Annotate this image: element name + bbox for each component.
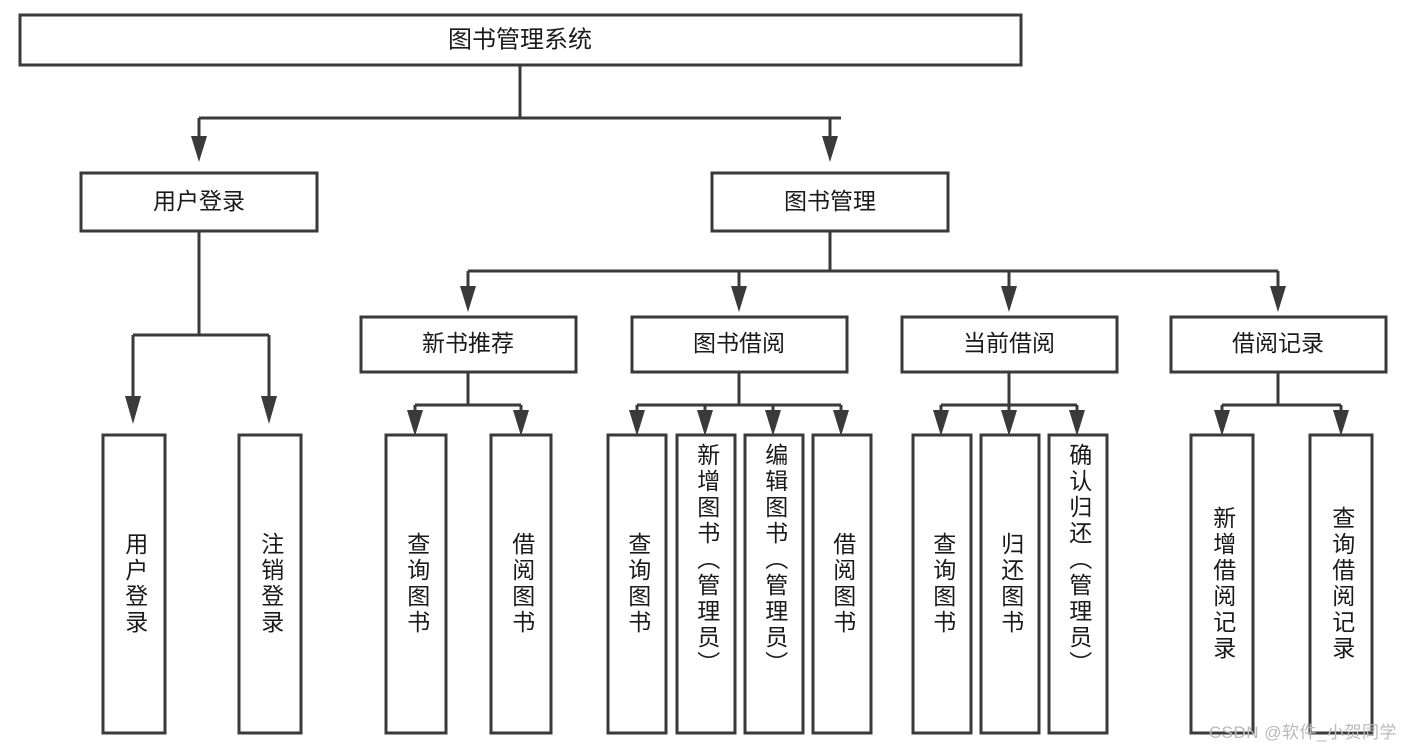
arrow-head-leaf-query-book-1 <box>407 410 423 436</box>
arrow-head-leaf-borrow-book-1 <box>513 410 529 436</box>
connector-group-book-borrow <box>629 373 849 436</box>
node-root[interactable]: 图书管理系统 <box>18 13 1023 67</box>
watermark-text: CSDN @软件_小贺同学 <box>1208 723 1397 742</box>
arrow-head-borrow-record <box>1270 286 1286 312</box>
arrow-head-leaf-query-book-3 <box>933 410 949 436</box>
leaf-box-add-record[interactable] <box>1189 433 1255 735</box>
node-current-borrow-box[interactable] <box>900 315 1119 374</box>
leaf-box-borrow-book-2[interactable] <box>811 433 873 735</box>
arrow-head-leaf-return-book <box>1001 410 1017 436</box>
node-book-borrow-label: 图书借阅 <box>693 330 785 356</box>
arrow-head-new-book-recommend <box>460 286 476 312</box>
connector-group-new-book-recommend <box>407 373 529 436</box>
connector-group-book-manage <box>460 232 1286 312</box>
node-borrow-record[interactable]: 借阅记录 <box>1169 315 1388 374</box>
node-current-borrow[interactable]: 当前借阅 <box>900 315 1119 374</box>
leaf-box-borrow-book-1[interactable] <box>489 433 553 735</box>
arrow-head-leaf-logout <box>261 396 277 424</box>
node-user-login[interactable]: 用户登录 <box>79 171 319 233</box>
arrow-head-leaf-confirm-return <box>1069 410 1085 436</box>
arrow-head-book-manage <box>822 136 838 162</box>
node-user-login-label: 用户登录 <box>153 188 245 214</box>
node-borrow-record-box[interactable] <box>1169 315 1388 374</box>
arrow-head-current-borrow <box>1001 286 1017 312</box>
arrow-head-leaf-borrow-book-2 <box>833 410 849 436</box>
node-borrow-record-label: 借阅记录 <box>1232 330 1324 356</box>
leaf-box-query-book-2[interactable] <box>606 433 668 735</box>
arrow-head-user-login <box>191 136 207 162</box>
leaf-box-confirm-return[interactable] <box>1047 433 1109 735</box>
leaf-box-query-record[interactable] <box>1308 433 1374 735</box>
node-book-manage-box[interactable] <box>710 171 950 233</box>
leaf-box-edit-book[interactable] <box>743 433 805 735</box>
arrow-head-leaf-user-login <box>125 396 141 424</box>
leaf-box-add-book[interactable] <box>675 433 737 735</box>
arrow-head-book-borrow <box>731 286 747 312</box>
node-root-label: 图书管理系统 <box>448 26 592 53</box>
node-current-borrow-label: 当前借阅 <box>963 330 1055 356</box>
node-user-login-box[interactable] <box>79 171 319 233</box>
node-book-borrow[interactable]: 图书借阅 <box>630 315 849 374</box>
leaf-box-query-book-1[interactable] <box>384 433 448 735</box>
connector-group-root <box>191 66 841 162</box>
connector-group-user-login <box>125 232 277 424</box>
leaf-box-return-book[interactable] <box>979 433 1041 735</box>
leaf-box-query-book-3[interactable] <box>911 433 973 735</box>
arrow-head-leaf-edit-book <box>765 410 781 436</box>
leaf-box-user-login[interactable] <box>101 433 167 735</box>
arrow-head-leaf-add-book <box>697 410 713 436</box>
node-book-borrow-box[interactable] <box>630 315 849 374</box>
node-new-book-recommend[interactable]: 新书推荐 <box>359 315 578 374</box>
connector-group-borrow-record <box>1214 373 1349 436</box>
arrow-head-leaf-query-book-2 <box>629 410 645 436</box>
node-book-manage[interactable]: 图书管理 <box>710 171 950 233</box>
node-new-book-recommend-box[interactable] <box>359 315 578 374</box>
node-new-book-recommend-label: 新书推荐 <box>422 330 514 356</box>
arrow-head-leaf-query-record <box>1333 410 1349 436</box>
leaf-box-logout[interactable] <box>237 433 303 735</box>
connector-group-current-borrow <box>933 373 1085 436</box>
node-root-box[interactable] <box>18 13 1023 67</box>
arrow-head-leaf-add-record <box>1214 410 1230 436</box>
node-book-manage-label: 图书管理 <box>784 188 876 214</box>
